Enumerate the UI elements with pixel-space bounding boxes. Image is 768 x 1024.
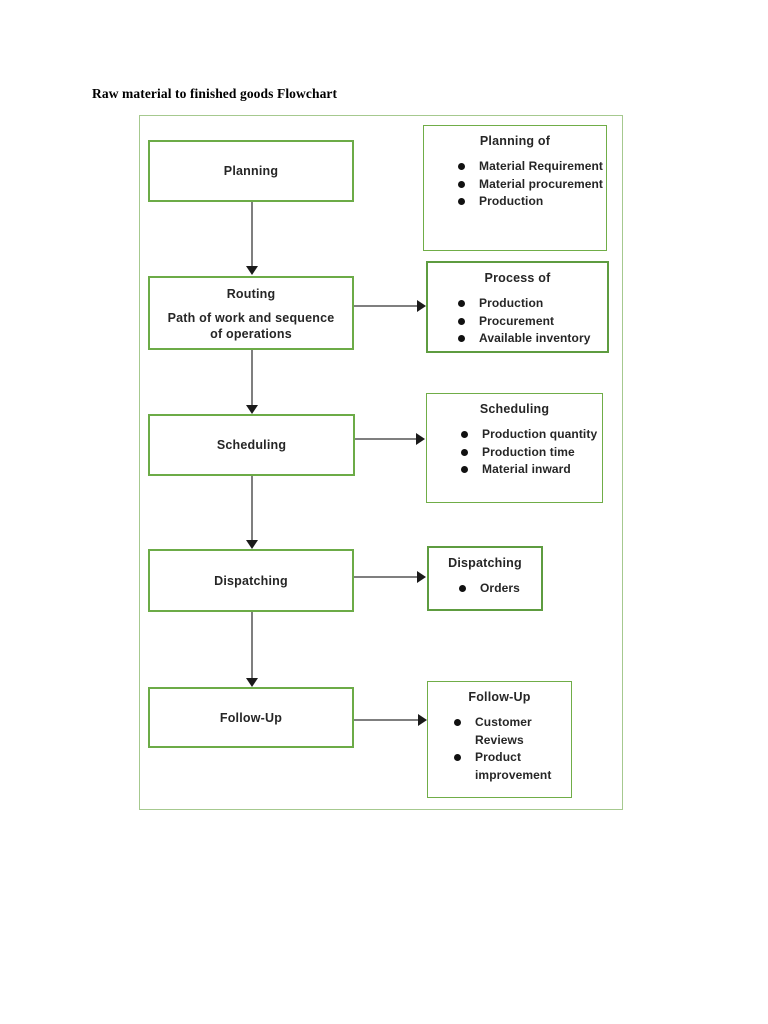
right-arrowhead-icon — [417, 571, 426, 583]
down-arrowhead-icon — [246, 266, 258, 275]
list-item: Production time — [461, 444, 602, 462]
list-item-label: Customer Reviews — [475, 715, 532, 747]
detail-box-dispatching: Dispatching Orders — [427, 546, 543, 611]
list-item-label: Production time — [482, 444, 575, 459]
connector-scheduling-to-dispatching — [251, 476, 253, 541]
detail-heading-planning-of: Planning of — [479, 134, 551, 148]
stage-label-planning: Planning — [223, 164, 279, 178]
connector-routing-to-scheduling — [251, 350, 253, 406]
bullet-icon — [458, 198, 465, 205]
right-arrowhead-icon — [416, 433, 425, 445]
bullet-icon — [454, 719, 461, 726]
list-item-label: Production — [479, 296, 544, 310]
stage-label-follow-up: Follow-Up — [219, 710, 283, 725]
list-item-label: Procurement — [479, 313, 555, 328]
right-arrowhead-icon — [418, 714, 427, 726]
page-title: Raw material to finished goods Flowchart — [92, 86, 338, 101]
list-item: Production — [458, 193, 606, 211]
list-item: Production — [458, 295, 607, 313]
detail-heading-follow-up: Follow-Up — [468, 690, 531, 704]
detail-box-planning-of: Planning of Material Requirement Materia… — [423, 125, 607, 251]
detail-heading-dispatching: Dispatching — [448, 556, 522, 570]
list-item-label: Production quantity — [482, 427, 598, 441]
bullet-icon — [458, 335, 465, 342]
right-arrowhead-icon — [417, 300, 426, 312]
connector-follow-up-to-detail — [354, 719, 419, 721]
detail-heading-scheduling: Scheduling — [479, 402, 550, 416]
connector-dispatching-to-follow-up — [251, 612, 253, 679]
list-item-label: Available inventory — [479, 331, 591, 345]
list-item: Procurement — [458, 313, 607, 331]
bullet-icon — [461, 431, 468, 438]
list-item-label: Material Requirement — [479, 159, 604, 173]
down-arrowhead-icon — [246, 405, 258, 414]
list-item-label: Production — [479, 194, 544, 208]
stage-box-routing: Routing Path of work and sequence of ope… — [148, 276, 354, 350]
connector-routing-to-process-of — [354, 305, 418, 307]
down-arrowhead-icon — [246, 540, 258, 549]
list-item-label: Product improvement — [475, 750, 552, 782]
down-arrowhead-icon — [246, 678, 258, 687]
detail-box-scheduling: Scheduling Production quantity Productio… — [426, 393, 603, 503]
list-item-label: Material inward — [482, 462, 571, 476]
bullet-icon — [459, 585, 466, 592]
bullet-icon — [454, 754, 461, 761]
list-item-label: Orders — [480, 581, 520, 595]
stage-box-planning: Planning — [148, 140, 354, 202]
stage-label-routing: Routing — [226, 286, 276, 301]
list-item-label: Material procurement — [479, 176, 604, 191]
list-item: Production quantity — [461, 426, 602, 444]
stage-sublabel-routing: Path of work and sequence of operations — [167, 310, 335, 341]
connector-dispatching-to-detail — [354, 576, 418, 578]
list-item: Material inward — [461, 461, 602, 479]
stage-box-dispatching: Dispatching — [148, 549, 354, 612]
list-item: Material procurement — [458, 176, 606, 194]
bullet-icon — [458, 180, 465, 188]
detail-box-process-of: Process of Production Procurement Availa… — [426, 261, 609, 353]
connector-planning-to-routing — [251, 202, 253, 267]
bullet-icon — [461, 466, 468, 473]
list-item: Available inventory — [458, 330, 607, 348]
connector-scheduling-to-detail — [355, 438, 417, 440]
detail-heading-process-of: Process of — [484, 271, 551, 285]
stage-label-dispatching: Dispatching — [214, 573, 288, 588]
list-item: Material Requirement — [458, 158, 606, 176]
bullet-icon — [458, 300, 465, 307]
list-item: Orders — [459, 580, 541, 598]
detail-box-follow-up: Follow-Up Customer Reviews Product impro… — [427, 681, 572, 798]
bullet-icon — [458, 163, 465, 170]
bullet-icon — [458, 317, 465, 325]
stage-box-follow-up: Follow-Up — [148, 687, 354, 748]
bullet-icon — [461, 448, 468, 456]
stage-label-scheduling: Scheduling — [216, 438, 287, 452]
stage-box-scheduling: Scheduling — [148, 414, 355, 476]
list-item: Product improvement — [454, 749, 571, 784]
list-item: Customer Reviews — [454, 714, 571, 749]
